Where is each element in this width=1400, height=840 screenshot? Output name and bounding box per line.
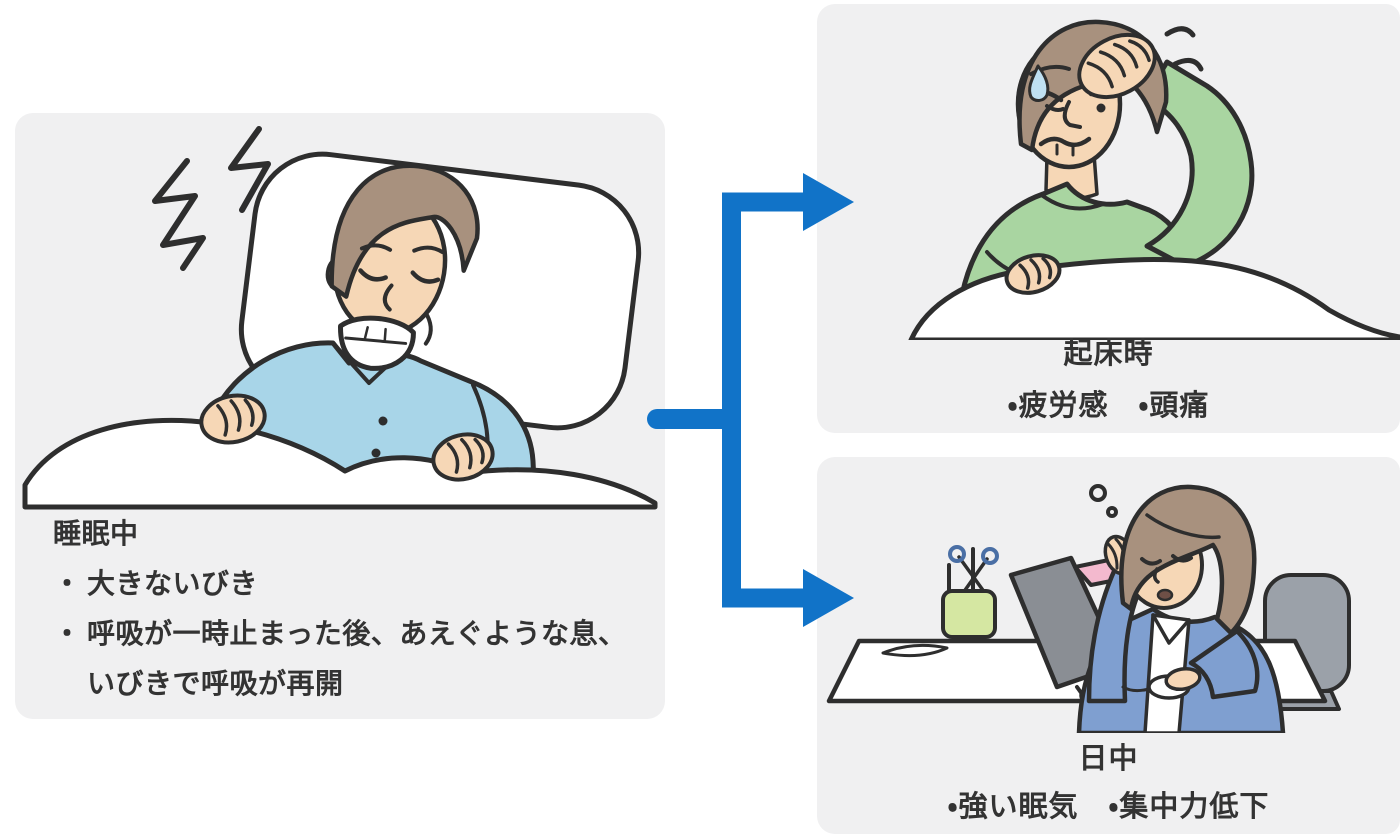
sweat-drop-icon bbox=[1028, 64, 1050, 102]
distress-marks-icon bbox=[1164, 26, 1204, 72]
sleep-bullet-1-text: 大きないびき bbox=[87, 568, 259, 599]
sleepy-woman bbox=[1076, 484, 1286, 733]
open-mouth bbox=[338, 315, 416, 371]
panel-during-sleep: 睡眠中 ・ 大きないびき ・ 呼吸が一時止まった後、あえぐような息、 いびきで呼… bbox=[15, 113, 665, 719]
hair bbox=[329, 163, 480, 299]
white-shirt bbox=[1143, 613, 1191, 733]
snore-zigzag-icon bbox=[152, 126, 271, 271]
daytime-caption: 日中 ・強い眠気 ・集中力低下 bbox=[817, 735, 1400, 831]
waking-symptoms: ・疲労感 ・頭痛 bbox=[1007, 390, 1210, 422]
left-hand bbox=[199, 393, 267, 445]
man-headache-illustration bbox=[817, 4, 1400, 340]
daytime-title: 日中 bbox=[1078, 743, 1139, 775]
frown-mouth bbox=[1038, 136, 1092, 148]
right-hand bbox=[431, 432, 495, 482]
bullet-dot: ・ bbox=[53, 618, 82, 649]
sleep-symptoms-text: 睡眠中 ・ 大きないびき ・ 呼吸が一時止まった後、あえぐような息、 いびきで呼… bbox=[53, 509, 653, 709]
sleeping-man-head bbox=[325, 163, 480, 371]
sleepy-woman-illustration bbox=[817, 457, 1400, 733]
waking-caption: 起床時 ・疲労感 ・頭痛 bbox=[817, 328, 1400, 432]
hair bbox=[1119, 484, 1257, 636]
mouse bbox=[1121, 666, 1202, 700]
paper-sheet bbox=[881, 643, 949, 658]
sleep-bubbles-icon bbox=[1089, 484, 1118, 518]
sleep-bullet-2: ・ 呼吸が一時止まった後、あえぐような息、 いびきで呼吸が再開 bbox=[53, 609, 653, 709]
panel-on-waking: 起床時 ・疲労感 ・頭痛 bbox=[817, 4, 1400, 433]
hand-on-blanket bbox=[1004, 253, 1062, 295]
sleeping-man-svg bbox=[22, 126, 658, 510]
sleepy-woman-svg bbox=[826, 484, 1351, 733]
sleep-bullet-2-text: 呼吸が一時止まった後、あえぐような息、 いびきで呼吸が再開 bbox=[87, 618, 627, 699]
arrow-line bbox=[722, 192, 808, 608]
sleeping-man-illustration bbox=[15, 113, 665, 511]
blanket bbox=[22, 417, 658, 510]
hand-on-forehead bbox=[1077, 32, 1157, 100]
pen-cup bbox=[941, 545, 999, 639]
open-mouth bbox=[1156, 588, 1174, 602]
sleep-bullet-1: ・ 大きないびき bbox=[53, 559, 653, 609]
man-headache-svg bbox=[908, 19, 1400, 340]
panel-daytime: 日中 ・強い眠気 ・集中力低下 bbox=[817, 457, 1400, 834]
raised-arm-sleeve bbox=[1142, 59, 1255, 269]
waking-title: 起床時 bbox=[1063, 338, 1154, 370]
daytime-symptoms: ・強い眠気 ・集中力低下 bbox=[947, 791, 1270, 823]
bullet-dot: ・ bbox=[53, 568, 82, 599]
sleep-panel-title: 睡眠中 bbox=[53, 518, 139, 549]
